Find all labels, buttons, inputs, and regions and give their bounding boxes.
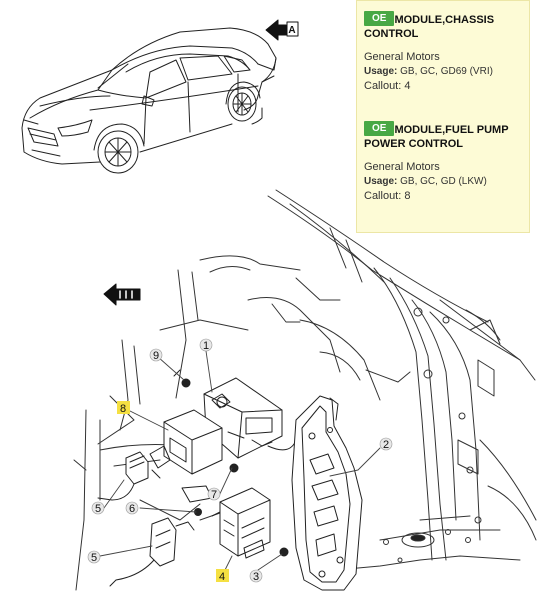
part-2-bracket	[291, 395, 363, 591]
callout-8: 8	[120, 403, 126, 415]
part-5-harness-lower	[109, 517, 195, 587]
oe-badge: OE	[364, 11, 395, 27]
callout-5-upper: 5	[95, 503, 101, 515]
leader-lines	[99, 350, 381, 573]
usage: Usage: GB, GC, GD (LKW)	[364, 175, 530, 188]
callout-6: 6	[129, 503, 135, 515]
manufacturer: General Motors	[364, 51, 440, 63]
part-8-fuel-pump-module-box	[149, 409, 223, 479]
callout-5-lower: 5	[91, 552, 97, 564]
oe-badge: OE	[364, 121, 395, 137]
part-title-line2[interactable]: POWER CONTROL	[364, 138, 463, 150]
vehicle-illustration	[21, 27, 277, 174]
callout-4: 4	[219, 571, 225, 583]
part-title-line2[interactable]: CONTROL	[364, 28, 419, 40]
usage-label: Usage:	[364, 176, 398, 187]
callout-9: 9	[153, 350, 159, 362]
manufacturer: General Motors	[364, 161, 440, 173]
usage-value: GB, GC, GD69 (VRI)	[400, 66, 493, 77]
usage-value: GB, GC, GD (LKW)	[400, 176, 487, 187]
part-5-harness-upper	[97, 451, 149, 501]
view-arrow-a	[265, 19, 299, 41]
callout-ref: Callout: 8	[364, 190, 411, 202]
direction-arrow	[103, 283, 141, 306]
callout-ref: Callout: 4	[364, 80, 411, 92]
usage-label: Usage:	[364, 66, 398, 77]
callout-1: 1	[203, 340, 209, 352]
part-title-line1[interactable]: MODULE,CHASSIS	[394, 14, 495, 26]
callout-7: 7	[211, 489, 217, 501]
callout-2: 2	[383, 439, 389, 451]
body-structure	[73, 189, 537, 591]
callout-3: 3	[253, 571, 259, 583]
part-title-line1[interactable]: MODULE,FUEL PUMP	[394, 124, 509, 136]
usage: Usage: GB, GC, GD69 (VRI)	[364, 65, 530, 78]
fasteners	[173, 369, 289, 557]
callout-labels: 1 2 3 4 5 5 6 7 8 9 A	[87, 25, 393, 583]
view-arrow-label: A	[288, 25, 295, 36]
part-4-chassis-control-module	[211, 487, 271, 559]
